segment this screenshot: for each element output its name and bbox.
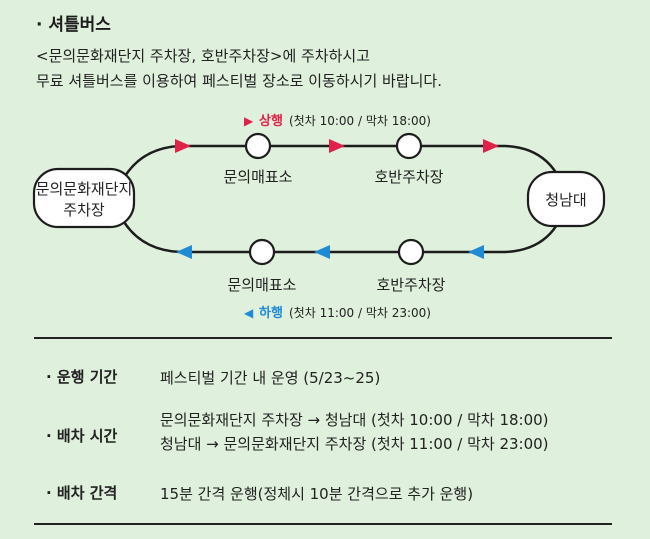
stop-circle-top-2 bbox=[395, 132, 423, 160]
downbound-label: 하행 bbox=[259, 305, 283, 321]
top-stop-1-label: 문의매표소 bbox=[223, 168, 292, 186]
downbound-arrow-icon bbox=[314, 245, 330, 259]
bottom-stop-2-label: 호반주차장 bbox=[376, 276, 445, 294]
downbound-times: (첫차 11:00 / 막차 23:00) bbox=[289, 306, 431, 320]
upbound-arrow-icon bbox=[483, 139, 499, 153]
start-terminal-line-1: 문의문화재단지 bbox=[36, 180, 133, 198]
bottom-stop-1-label: 문의매표소 bbox=[227, 276, 296, 294]
schedule-label: · 배차 시간 bbox=[46, 427, 118, 445]
interval-label: · 배차 간격 bbox=[46, 484, 118, 502]
schedule-values: 문의문화재단지 주차장 → 청남대 (첫차 10:00 / 막차 18:00) … bbox=[160, 408, 549, 456]
downbound-arrow-icon bbox=[468, 245, 484, 259]
schedule-line-2: 청남대 → 문의문화재단지 주차장 (첫차 11:00 / 막차 23:00) bbox=[160, 435, 549, 453]
schedule-line-1: 문의문화재단지 주차장 → 청남대 (첫차 10:00 / 막차 18:00) bbox=[160, 411, 549, 429]
divider-bottom bbox=[34, 523, 612, 525]
stop-circle-bottom-1 bbox=[248, 238, 276, 266]
upbound-arrow-icon bbox=[175, 139, 191, 153]
route-loop-line bbox=[118, 144, 569, 254]
upbound-marker-icon: ▶ bbox=[244, 114, 254, 128]
downbound-arrow-icon bbox=[176, 245, 192, 259]
section-title: · 셔틀버스 bbox=[36, 15, 111, 35]
operation-period-value: 페스티벌 기간 내 운영 (5/23~25) bbox=[160, 369, 381, 387]
stop-circle-top-1 bbox=[244, 132, 272, 160]
upbound-arrow-icon bbox=[329, 139, 345, 153]
divider-top bbox=[34, 337, 612, 339]
stop-circle-bottom-2 bbox=[397, 238, 425, 266]
top-stop-2-label: 호반주차장 bbox=[374, 168, 443, 186]
intro-line-2: 무료 셔틀버스를 이용하여 페스티벌 장소로 이동하시기 바랍니다. bbox=[36, 72, 442, 90]
downbound-marker-icon: ◀ bbox=[244, 306, 254, 320]
end-terminal-box bbox=[526, 170, 606, 228]
interval-value: 15분 간격 운행(정체시 10분 간격으로 추가 운행) bbox=[160, 485, 474, 503]
intro-text: <문의문화재단지 주차장, 호반주차장>에 주차하시고 무료 셔틀버스를 이용하… bbox=[36, 44, 442, 94]
start-terminal-box bbox=[32, 167, 136, 229]
end-terminal-label: 청남대 bbox=[545, 191, 586, 209]
upbound-label: 상행 bbox=[259, 113, 283, 129]
operation-period-label: · 운행 기간 bbox=[46, 368, 118, 386]
intro-line-1: <문의문화재단지 주차장, 호반주차장>에 주차하시고 bbox=[36, 47, 371, 65]
upbound-times: (첫차 10:00 / 막차 18:00) bbox=[289, 114, 431, 128]
start-terminal-line-2: 주차장 bbox=[63, 201, 105, 219]
